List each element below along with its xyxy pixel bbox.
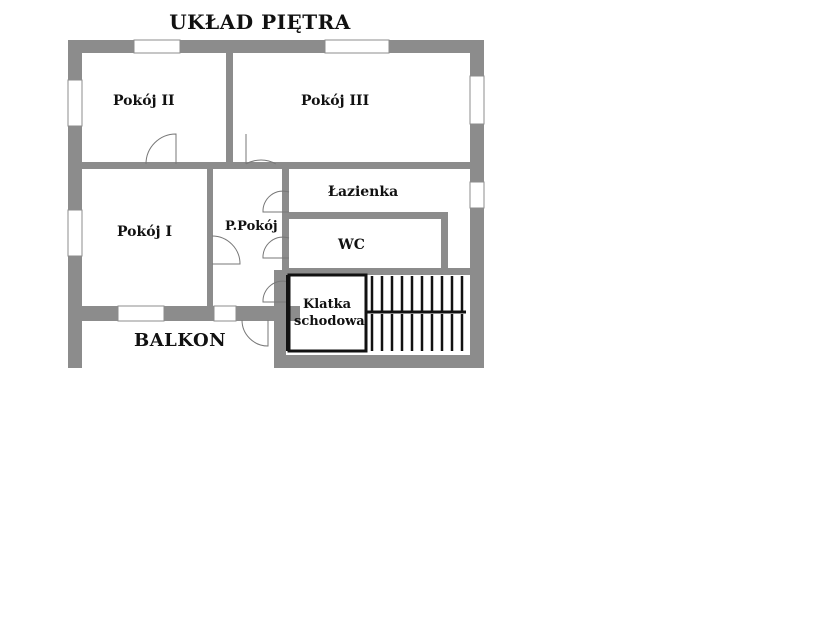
staircase xyxy=(286,273,466,353)
wall-lazienka-wc xyxy=(289,212,441,219)
windows xyxy=(67,39,485,322)
floor-plan-title: UKŁAD PIĘTRA xyxy=(169,10,351,34)
door-wc xyxy=(262,236,290,259)
wall-p1-hall xyxy=(207,169,213,306)
room-label-pokoj-2: Pokój II xyxy=(113,93,175,109)
door-pokoj-2 xyxy=(145,133,177,165)
room-label-p-pokoj: P.Pokój xyxy=(225,219,278,234)
door-balcony xyxy=(241,319,269,347)
window-right-1 xyxy=(469,75,485,125)
window-right-2 xyxy=(469,181,485,209)
wall-p2-bottom xyxy=(82,162,228,169)
wall-p2-p3 xyxy=(226,53,233,169)
wall-bottom xyxy=(274,355,484,368)
wall-stair-left xyxy=(274,270,286,368)
wall-wc-east xyxy=(441,212,448,269)
room-label-pokoj-1: Pokój I xyxy=(117,224,173,240)
stair-steps xyxy=(370,276,464,351)
door-lazienka xyxy=(262,190,290,213)
doors xyxy=(145,133,290,347)
door-klatka xyxy=(262,280,290,303)
room-label-wc: WC xyxy=(338,237,365,253)
room-label-balkon: BALKON xyxy=(134,330,227,351)
window-top-1 xyxy=(133,39,181,54)
room-label-klatka: Klatka schodowa xyxy=(294,297,365,329)
window-balcony-2 xyxy=(213,305,237,322)
window-left-1 xyxy=(67,79,83,127)
wall-top xyxy=(68,40,484,53)
door-pokoj-1 xyxy=(211,235,241,265)
room-label-pokoj-3: Pokój III xyxy=(301,93,370,109)
window-top-2 xyxy=(324,39,390,54)
wall-balcony xyxy=(68,306,300,321)
wall-wc-bottom xyxy=(286,268,470,275)
wall-hall-east xyxy=(282,169,289,270)
window-left-2 xyxy=(67,209,83,257)
door-pokoj-3 xyxy=(245,134,277,165)
window-balcony-1 xyxy=(117,305,165,322)
wall-p3-bottom xyxy=(233,162,470,169)
room-label-lazienka: Łazienka xyxy=(328,184,399,200)
